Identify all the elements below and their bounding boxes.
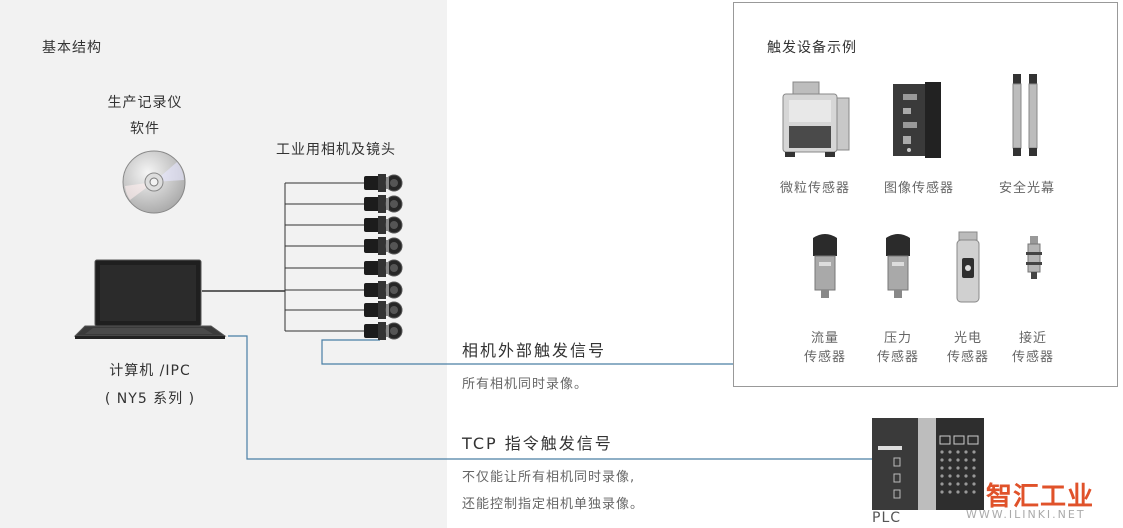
camera-lens-label: 工业用相机及镜头: [276, 142, 396, 158]
camera-icon: [363, 300, 403, 320]
computer-label-line1: 计算机 /IPC: [109, 363, 191, 379]
device-label-safety-light-curtain: 安全光幕: [998, 181, 1055, 196]
device-label-flow-line1: 流量: [810, 331, 839, 346]
watermark-url: WWW.ILINKI.NET: [966, 508, 1086, 521]
tcp-trigger-title: TCP 指令触发信号: [462, 434, 613, 453]
software-label-line1: 生产记录仪: [107, 95, 183, 111]
camera-icon: [363, 280, 403, 300]
cd-disc-icon: [122, 150, 186, 214]
safety-light-curtain-icon: [1012, 74, 1038, 156]
device-label-proximity-line2: 传感器: [1011, 350, 1054, 365]
camera-icon: [363, 258, 403, 278]
external-trigger-desc: 所有相机同时录像。: [462, 377, 589, 392]
camera-icon: [363, 321, 403, 341]
image-sensor-icon: [893, 82, 941, 158]
device-label-pressure-line2: 传感器: [876, 350, 919, 365]
laptop-icon: [73, 259, 227, 339]
computer-label-line2: ( NY5 系列 ): [104, 391, 196, 407]
device-label-image-sensor: 图像传感器: [883, 181, 954, 196]
flow-sensor-icon: [813, 234, 837, 298]
device-label-particle-sensor: 微粒传感器: [779, 181, 850, 196]
plc-label: PLC: [872, 510, 902, 526]
plc-icon: [872, 418, 984, 510]
camera-icon: [363, 194, 403, 214]
device-label-photoelectric-line2: 传感器: [946, 350, 989, 365]
camera-icon: [363, 215, 403, 235]
basic-structure-title: 基本结构: [42, 40, 102, 56]
trigger-devices-panel: [733, 2, 1118, 387]
software-label-line2: 软件: [130, 121, 160, 137]
particle-sensor-icon: [782, 81, 850, 157]
external-trigger-title: 相机外部触发信号: [462, 341, 607, 360]
trigger-devices-title: 触发设备示例: [767, 40, 857, 56]
device-label-pressure-line1: 压力: [883, 331, 912, 346]
device-label-proximity-line1: 接近: [1018, 331, 1047, 346]
industrial-cameras: [363, 173, 403, 341]
proximity-sensor-icon: [1026, 236, 1042, 279]
camera-icon: [363, 173, 403, 193]
tcp-trigger-desc-line1: 不仅能让所有相机同时录像,: [462, 470, 636, 485]
device-label-photoelectric-line1: 光电: [953, 331, 982, 346]
camera-icon: [363, 236, 403, 256]
watermark-brand: 智汇工业: [986, 482, 1095, 512]
device-label-flow-line2: 传感器: [803, 350, 846, 365]
tcp-trigger-desc-line2: 还能控制指定相机单独录像。: [462, 497, 645, 512]
pressure-sensor-icon: [886, 234, 910, 298]
photoelectric-sensor-icon: [956, 231, 980, 303]
